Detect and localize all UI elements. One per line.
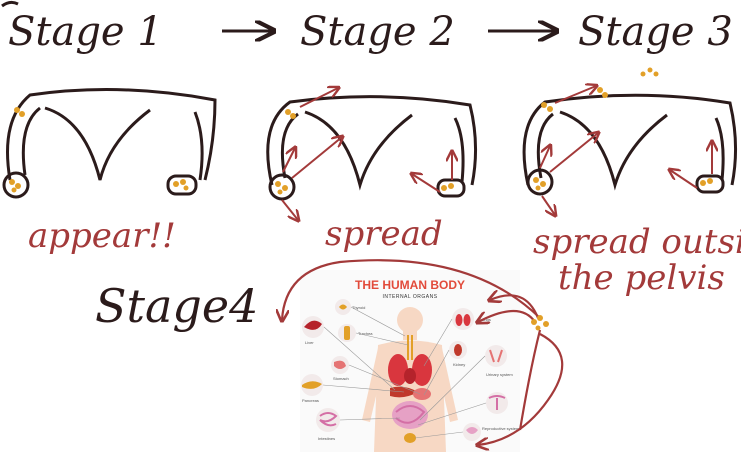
stage-1-title: Stage 1 bbox=[8, 9, 163, 55]
infographic-title: THE HUMAN BODY bbox=[355, 278, 465, 292]
label-kidney: Kidney bbox=[453, 362, 465, 367]
trachea-icon bbox=[344, 326, 350, 340]
label-reproductive-system: Reproductive system bbox=[482, 426, 520, 431]
stage-3-caption-line-2: the pelvis bbox=[558, 258, 725, 298]
human-body-infographic: THE HUMAN BODY INTERNAL ORGANS Thyroid bbox=[300, 270, 520, 452]
label-thyroid: Thyroid bbox=[352, 305, 365, 310]
lesion-cluster-icon bbox=[275, 109, 454, 195]
label-stomach: Stomach bbox=[333, 376, 349, 381]
kidney-icon bbox=[454, 344, 462, 356]
stage-4-title: Stage4 bbox=[95, 279, 258, 333]
cropped-text-fragment bbox=[2, 2, 18, 6]
stage-3-pelvis-sketch bbox=[524, 68, 735, 216]
spread-arrows bbox=[282, 88, 452, 220]
stage-3-title: Stage 3 bbox=[578, 9, 733, 55]
stage-3-caption-line-1: spread outside bbox=[533, 222, 741, 262]
stage-2-title: Stage 2 bbox=[300, 9, 455, 55]
ovary-left bbox=[270, 175, 294, 199]
stage-1-pelvis-sketch bbox=[4, 90, 215, 197]
ovary-right bbox=[168, 176, 196, 194]
stage-2-caption: spread bbox=[325, 214, 443, 254]
label-intestines: Intestines bbox=[318, 436, 335, 441]
label-liver: Liver bbox=[305, 340, 314, 345]
stage-2-pelvis-sketch bbox=[268, 88, 476, 220]
label-urinary-system: Urinary system bbox=[486, 372, 513, 377]
stage-1-caption: appear!! bbox=[28, 216, 176, 256]
lesion-cluster-icon bbox=[533, 68, 713, 191]
lungs-icon bbox=[456, 314, 463, 326]
label-pancreas: Pancreas bbox=[302, 398, 319, 403]
infographic-subtitle: INTERNAL ORGANS bbox=[382, 294, 437, 300]
spread-arrows bbox=[540, 86, 712, 215]
lesion-cluster-icon bbox=[531, 315, 549, 331]
